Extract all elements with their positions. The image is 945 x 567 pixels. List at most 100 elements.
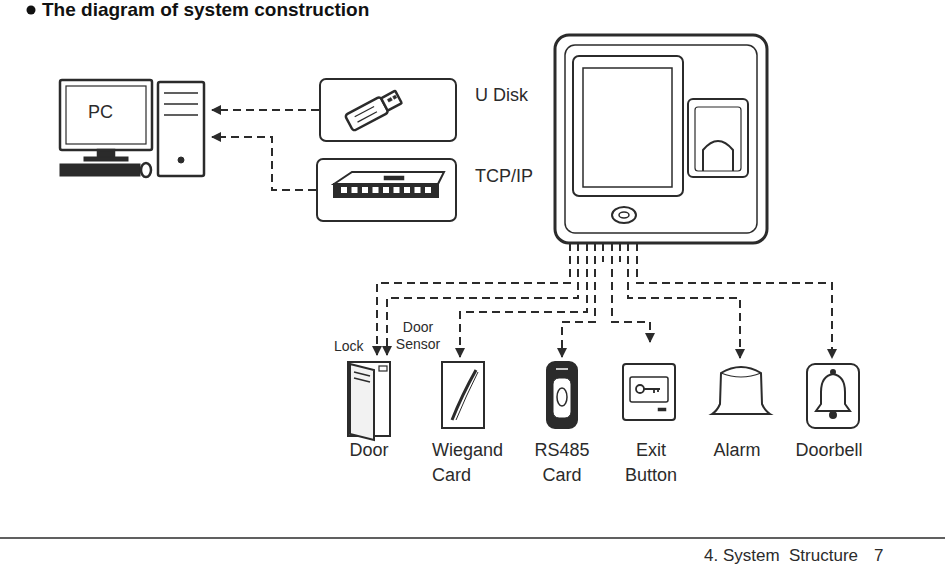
signal-wires-part: [637, 243, 832, 358]
usb-stick-icon: [345, 89, 403, 131]
lock-label: Lock: [334, 337, 368, 356]
exit-button-icon-part: [630, 377, 668, 402]
doorbell-icon-part: [816, 374, 850, 411]
switch-port: [383, 187, 389, 193]
alarm-node: Alarm: [707, 358, 767, 467]
door-icon-part: [379, 366, 387, 371]
switch-port: [373, 187, 379, 193]
page-number: 7: [874, 545, 883, 567]
door-node: Door: [339, 358, 399, 467]
alarm-icon: [712, 367, 770, 414]
pc-node: PC: [58, 78, 208, 178]
footer-section: 4. System Structure: [704, 545, 858, 567]
exit-button-node: Exit Button: [620, 358, 682, 492]
switch-port: [415, 187, 421, 193]
access-terminal-part: [555, 35, 767, 243]
footer-rule: [0, 537, 945, 539]
pc-icon-part: [158, 82, 204, 176]
signal-wires: [377, 243, 832, 358]
door-sensor-label: Door Sensor: [393, 319, 443, 353]
access-terminal: [555, 35, 767, 243]
access-terminal-part: [688, 99, 748, 177]
rs485-card-node: RS485 Card: [532, 358, 592, 492]
caption: Door: [339, 438, 399, 463]
access-terminal-part: [583, 68, 672, 187]
usb-stick-icon-part: [393, 95, 397, 99]
signal-wires-part: [628, 243, 740, 358]
rs485-reader-icon: [547, 362, 577, 428]
caption: Exit Button: [620, 438, 682, 488]
pc-icon-part: [178, 157, 184, 163]
pc-icon-part: [164, 114, 198, 116]
doorbell-icon-part: [831, 370, 835, 374]
usb-stick-icon-part: [387, 98, 392, 103]
rs485-reader-icon-part: [553, 378, 571, 418]
rs485-reader-icon-part: [557, 388, 567, 406]
network-switch-icon: [334, 172, 444, 197]
pc-icon-part: [84, 157, 128, 161]
exit-button-icon: [623, 364, 675, 420]
doorbell-node: Doorbell: [791, 358, 867, 467]
u-disk-box: U Disk: [319, 78, 457, 142]
door-icon: [348, 362, 390, 440]
switch-port: [362, 187, 368, 193]
title: The diagram of system construction: [42, 0, 369, 22]
dashed-arrow: [212, 137, 316, 190]
switch-port: [352, 187, 358, 193]
alarm-icon-part: [712, 367, 770, 414]
signal-wires-part: [619, 243, 621, 262]
wiegand-card-icon-part: [442, 362, 484, 428]
caption: Doorbell: [791, 438, 867, 463]
wiegand-card-icon-part: [452, 370, 476, 420]
doorbell-icon: [807, 364, 859, 428]
dashed-arrow: [212, 109, 319, 111]
doorbell-icon-part: [807, 364, 859, 428]
caption: Wiegand Card: [432, 438, 512, 488]
access-terminal-part: [619, 212, 629, 218]
switch-port: [341, 187, 347, 193]
wiegand-card-icon-part: [456, 372, 478, 420]
pc-icon-part: [164, 92, 198, 94]
box-label: TCP/IP: [475, 164, 533, 189]
door-icon-part: [350, 364, 374, 440]
usb-stick-icon-part: [381, 91, 402, 111]
wiegand-card-node: Wiegand Card: [432, 358, 512, 492]
usb-stick-icon-part: [358, 112, 377, 122]
bullet: [27, 6, 36, 15]
signal-wires-part: [612, 243, 650, 342]
doorbell-icon-part: [830, 412, 836, 418]
wiegand-card-icon: [442, 362, 484, 428]
signal-wires-part: [460, 243, 587, 357]
access-terminal-part: [565, 45, 757, 233]
switch-port: [404, 187, 410, 193]
alarm-icon-part: [721, 373, 761, 377]
access-terminal-part: [695, 107, 741, 171]
switch-port: [425, 187, 431, 193]
access-terminal-part: [612, 207, 636, 223]
caption: PC: [88, 100, 113, 125]
rs485-reader-icon-part: [547, 362, 577, 428]
signal-wires-part: [562, 243, 595, 357]
pc-icon-part: [164, 103, 198, 105]
pc-icon-part: [66, 86, 146, 144]
exit-button-icon-part: [623, 364, 675, 420]
door-icon-part: [354, 378, 370, 382]
caption: Alarm: [707, 438, 767, 463]
pc-icon-part: [60, 164, 140, 176]
switch-port: [394, 187, 400, 193]
access-terminal-part: [703, 141, 733, 171]
signal-wires-part: [602, 243, 604, 262]
exit-button-icon-part: [644, 389, 660, 393]
exit-button-icon-part: [636, 385, 644, 393]
network-switch-icon-part: [334, 184, 438, 197]
rs485-reader-icon-part: [556, 368, 568, 370]
caption: RS485 Card: [532, 438, 592, 488]
door-icon-part: [354, 372, 370, 376]
pc-icon-part: [141, 163, 151, 177]
tcp-ip-box: TCP/IP: [316, 158, 457, 222]
signal-wires-part: [387, 243, 578, 355]
